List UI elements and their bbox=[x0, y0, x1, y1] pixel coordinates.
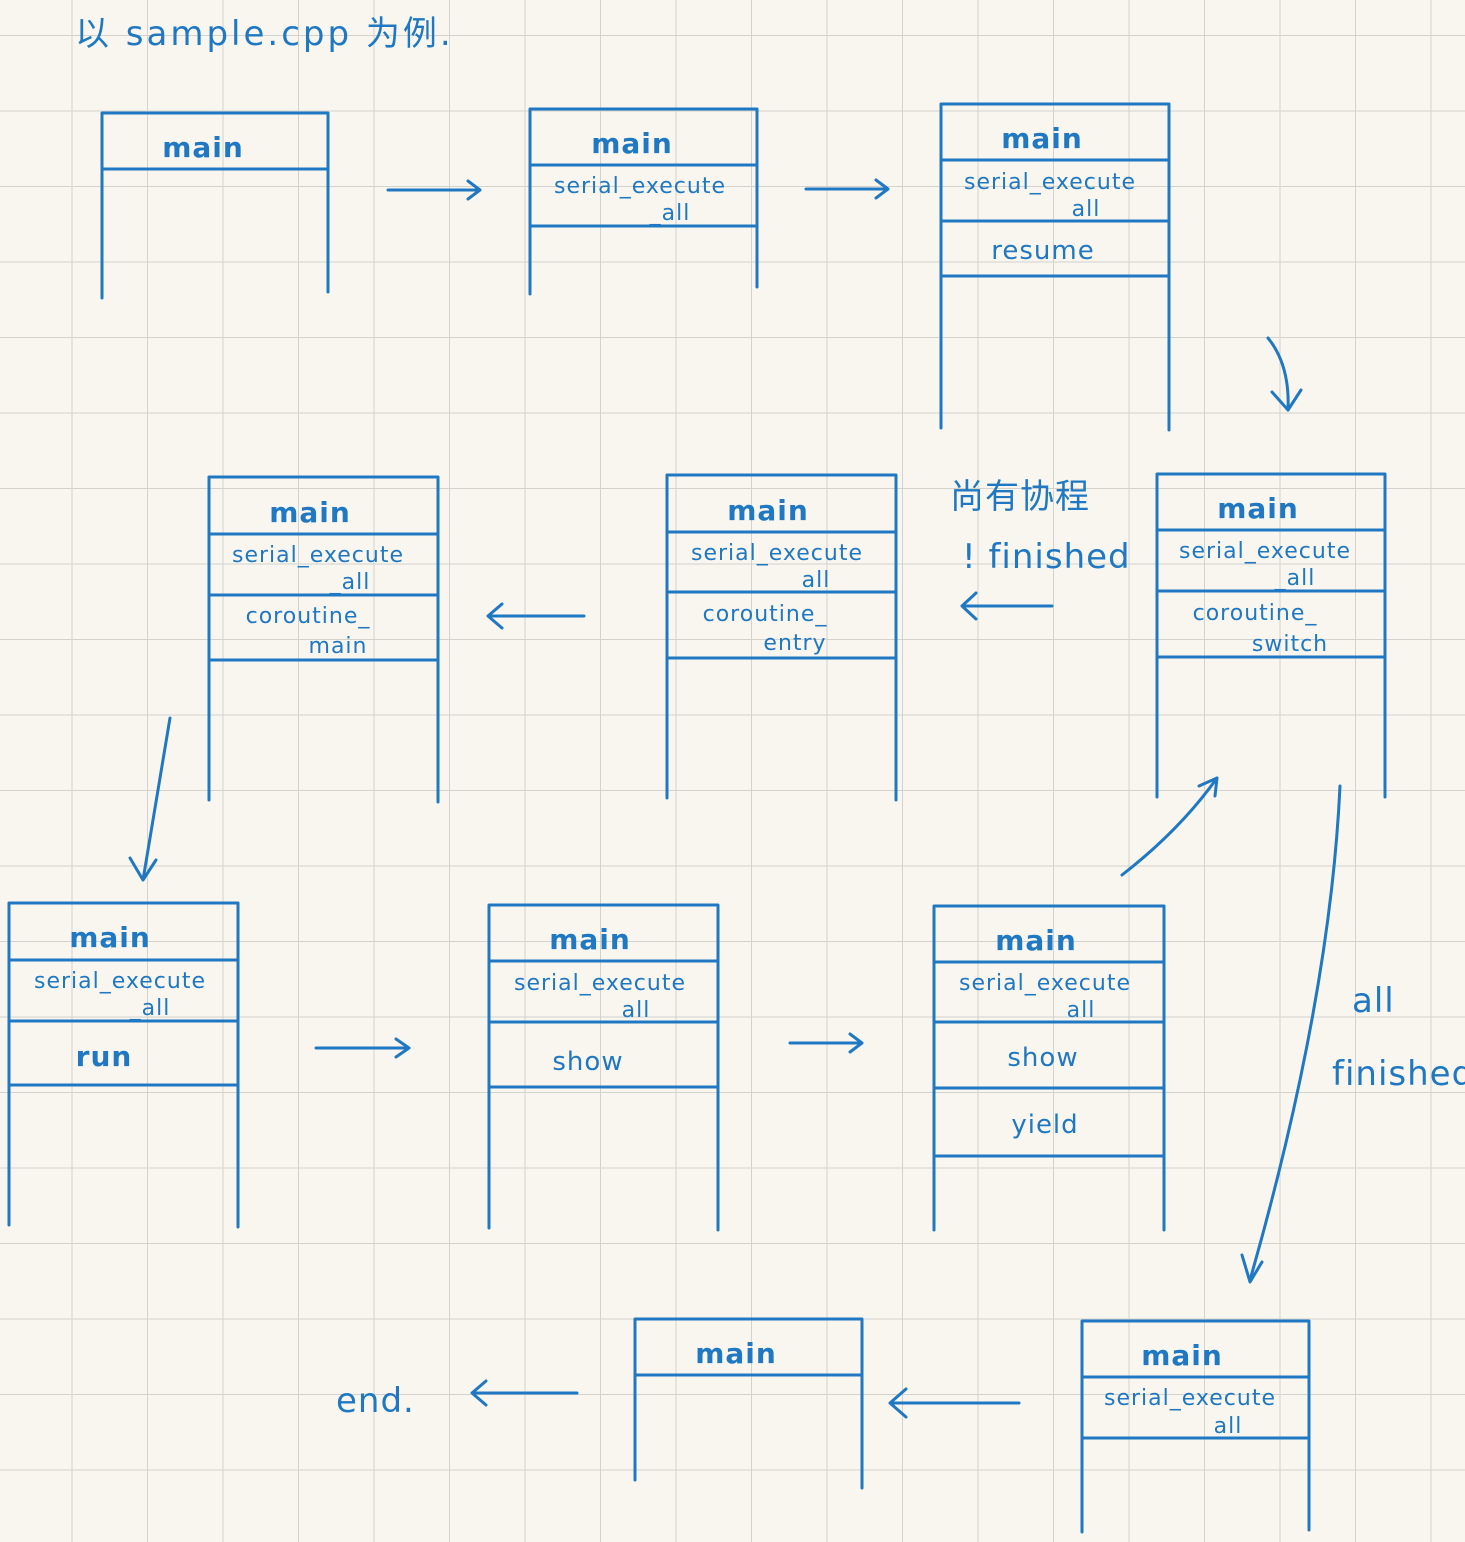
stack-5-outline bbox=[665, 473, 898, 802]
frame-serial-execute: serial_execute bbox=[959, 971, 1131, 996]
arrow-4-10 bbox=[1240, 784, 1342, 1284]
frame-serial-execute-all: _all bbox=[649, 201, 691, 226]
frame-serial-execute-all: _all bbox=[609, 998, 651, 1023]
frame-main: main bbox=[549, 923, 631, 956]
frame-serial-execute-all: _all bbox=[129, 996, 171, 1021]
stack-1: main bbox=[100, 111, 330, 300]
frame-coroutine-switch: coroutine_ bbox=[1193, 601, 1318, 626]
frame-serial-execute: serial_execute bbox=[1179, 539, 1351, 564]
arrow-4-5 bbox=[960, 591, 1054, 621]
frame-run: run bbox=[76, 1040, 133, 1073]
stack-8: main serial_execute _all show bbox=[487, 903, 720, 1232]
arrow-3-4 bbox=[1266, 336, 1303, 412]
frame-serial-execute-all: _all bbox=[329, 570, 371, 595]
stack-1-outline bbox=[100, 111, 330, 300]
frame-main: main bbox=[695, 1337, 777, 1370]
arrow-2-3 bbox=[804, 178, 890, 200]
frame-main: main bbox=[591, 127, 673, 160]
stack-10: main serial_execute _all bbox=[1080, 1319, 1311, 1534]
frame-main: main bbox=[727, 494, 809, 527]
frame-serial-execute-all: _all bbox=[1059, 197, 1101, 222]
frame-serial-execute: serial_execute bbox=[554, 174, 726, 199]
stack-4-outline bbox=[1155, 472, 1387, 799]
frame-coroutine-main-name: main bbox=[309, 634, 368, 659]
stack-10-outline bbox=[1080, 1319, 1311, 1534]
note-all: all bbox=[1352, 981, 1395, 1021]
stack-3: main serial_execute _all resume bbox=[939, 102, 1171, 432]
arrow-5-6 bbox=[486, 602, 586, 630]
stack-4: main serial_execute _all coroutine_ swit… bbox=[1155, 472, 1387, 799]
frame-main: main bbox=[1217, 492, 1299, 525]
frame-show: show bbox=[1007, 1043, 1078, 1073]
arrow-11-end bbox=[470, 1379, 579, 1407]
frame-show: show bbox=[552, 1047, 623, 1077]
stack-5: main serial_execute _all coroutine_ entr… bbox=[665, 473, 898, 802]
frame-resume: resume bbox=[991, 236, 1094, 266]
stack-8-outline bbox=[487, 903, 720, 1232]
frame-serial-execute: serial_execute bbox=[514, 971, 686, 996]
frame-serial-execute: serial_execute bbox=[34, 969, 206, 994]
stack-6-outline bbox=[207, 475, 440, 804]
frame-serial-execute: serial_execute bbox=[691, 541, 863, 566]
stack-7-outline bbox=[7, 901, 240, 1229]
frame-main: main bbox=[1141, 1339, 1223, 1372]
frame-serial-execute: serial_execute bbox=[232, 543, 404, 568]
frame-main: main bbox=[162, 131, 244, 164]
frame-serial-execute-all: _all bbox=[789, 568, 831, 593]
stack-11-outline bbox=[633, 1317, 864, 1490]
page-title: 以 sample.cpp 为例. bbox=[75, 14, 454, 54]
frame-coroutine-entry-name: entry bbox=[763, 631, 826, 656]
frame-serial-execute-all: _all bbox=[1201, 1414, 1243, 1439]
arrow-7-8 bbox=[314, 1037, 411, 1059]
frame-serial-execute-all: _all bbox=[1274, 566, 1316, 591]
note-unfinished-cn: 尚有协程 bbox=[950, 477, 1090, 517]
note-finished: finished bbox=[1332, 1054, 1465, 1094]
arrow-6-7 bbox=[128, 716, 172, 882]
frame-serial-execute: serial_execute bbox=[1104, 1386, 1276, 1411]
frame-serial-execute: serial_execute bbox=[964, 170, 1136, 195]
stack-6: main serial_execute _all coroutine_ main bbox=[207, 475, 440, 804]
stack-2-outline bbox=[528, 107, 759, 296]
arrow-1-2 bbox=[386, 179, 482, 201]
arrow-9-4 bbox=[1120, 776, 1219, 877]
stack-7: main serial_execute _all run bbox=[7, 901, 240, 1229]
frame-coroutine-switch-name: switch bbox=[1252, 632, 1328, 657]
stack-9: main serial_execute _all show yield bbox=[932, 904, 1166, 1232]
frame-coroutine-entry: coroutine_ bbox=[703, 602, 828, 627]
stack-3-outline bbox=[939, 102, 1171, 432]
frame-yield: yield bbox=[1011, 1110, 1078, 1140]
note-end: end. bbox=[336, 1381, 415, 1421]
frame-serial-execute-all: _all bbox=[1054, 998, 1096, 1023]
note-unfinished-en: ! finished bbox=[962, 537, 1131, 577]
arrow-10-11 bbox=[888, 1387, 1021, 1419]
stack-2: main serial_execute _all bbox=[528, 107, 759, 296]
stack-11: main bbox=[633, 1317, 864, 1490]
frame-coroutine-main: coroutine_ bbox=[246, 604, 371, 629]
stack-9-outline bbox=[932, 904, 1166, 1232]
frame-main: main bbox=[69, 921, 151, 954]
frame-main: main bbox=[1001, 122, 1083, 155]
arrow-8-9 bbox=[788, 1032, 864, 1054]
frame-main: main bbox=[269, 496, 351, 529]
frame-main: main bbox=[995, 924, 1077, 957]
